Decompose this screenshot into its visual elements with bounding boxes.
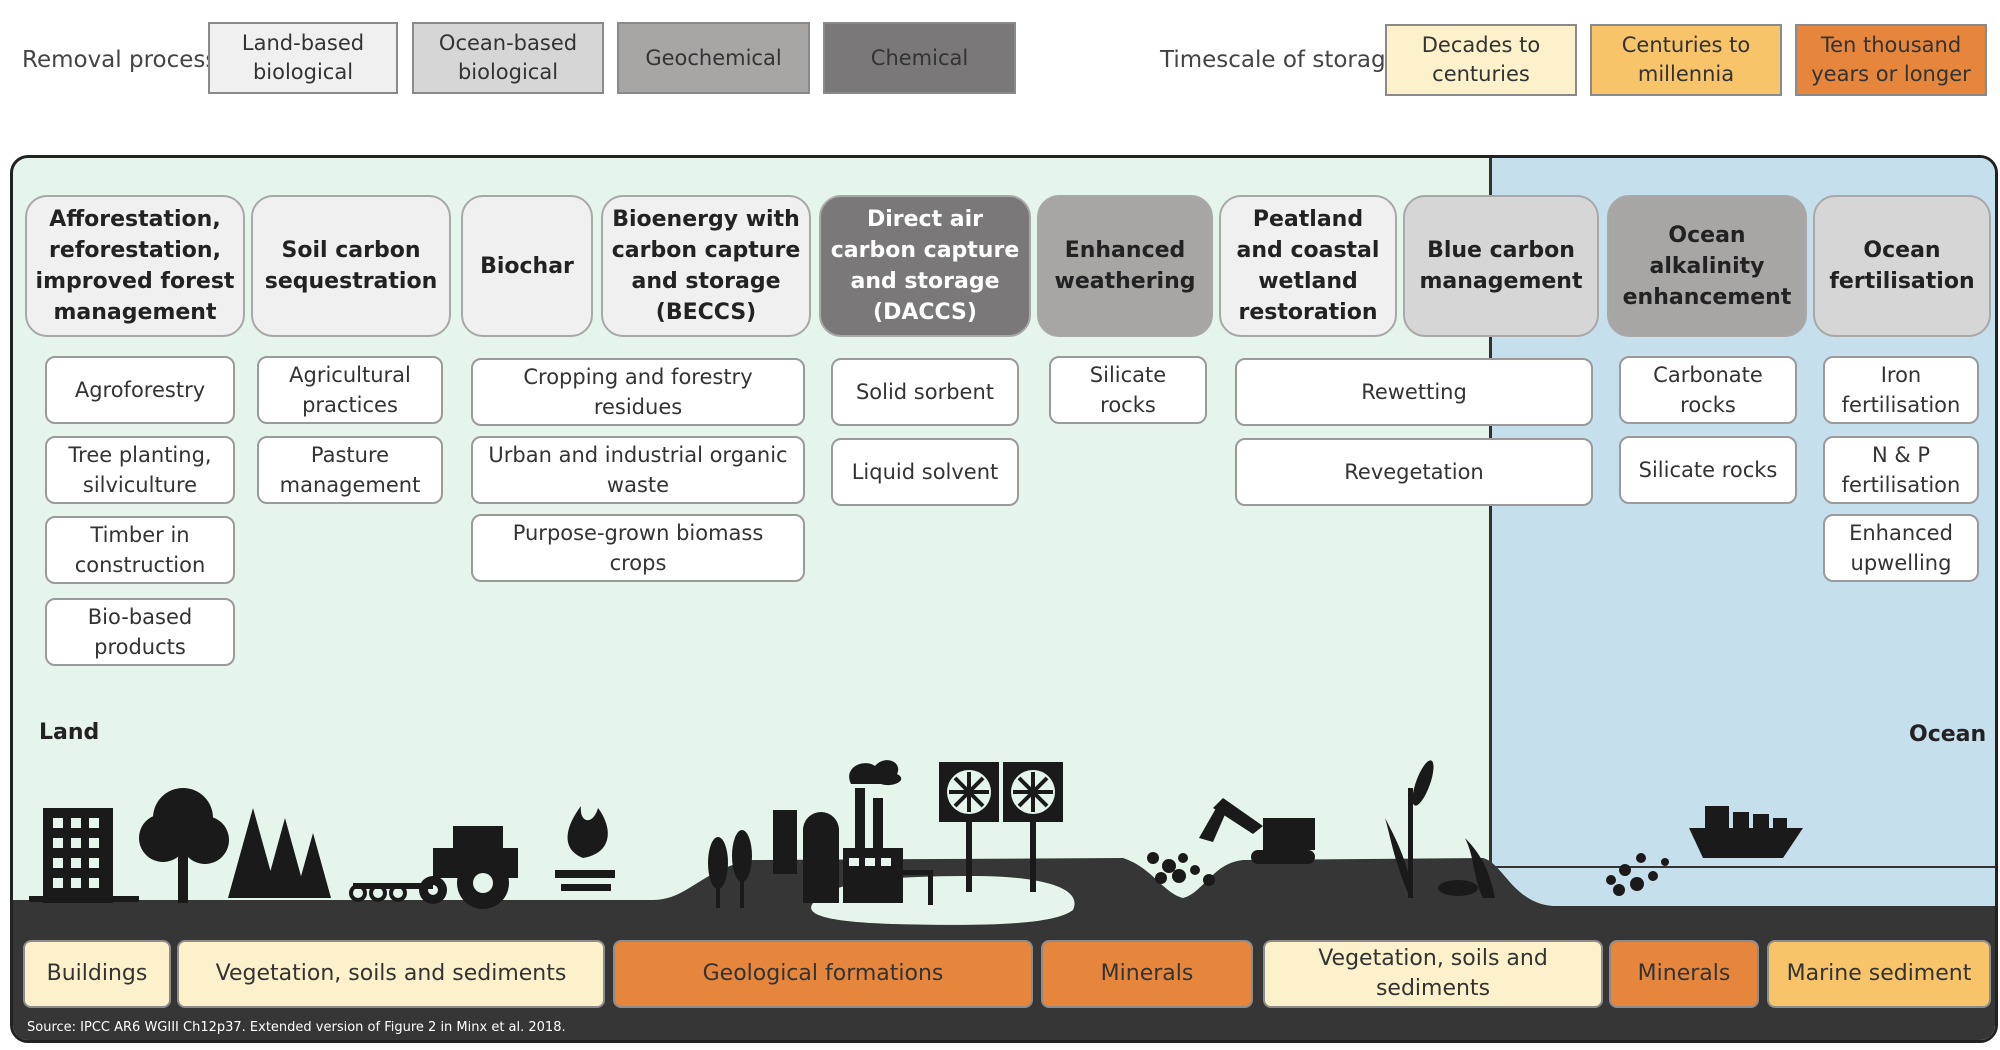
method-blue-carbon: Blue carbon management xyxy=(1403,195,1599,337)
sub-purpose-grown-biomass: Purpose-grown biomass crops xyxy=(471,514,805,582)
sub-revegetation: Revegetation xyxy=(1235,438,1593,506)
storage-minerals-land: Minerals xyxy=(1041,940,1253,1008)
sub-agroforestry: Agroforestry xyxy=(45,356,235,424)
sub-enhanced-upwelling: Enhanced upwelling xyxy=(1823,514,1979,582)
building-icon xyxy=(29,808,139,903)
sub-timber-construction: Timber in construction xyxy=(45,516,235,584)
sub-tree-planting: Tree planting, silviculture xyxy=(45,436,235,504)
sub-iron-fertilisation: Iron fertilisation xyxy=(1823,356,1979,424)
legend-ten-thousand-years: Ten thousand years or longer xyxy=(1795,24,1987,96)
ocean-rocks-icon xyxy=(1606,853,1669,896)
ocean-label: Ocean xyxy=(1909,722,1987,747)
reed-plant-icon xyxy=(1385,760,1434,898)
rocks-icon xyxy=(1147,852,1215,886)
sub-rewetting: Rewetting xyxy=(1235,358,1593,426)
method-biochar: Biochar xyxy=(461,195,593,337)
sub-urban-industrial-waste: Urban and industrial organic waste xyxy=(471,436,805,504)
method-ocean-fertilisation: Ocean fertilisation xyxy=(1813,195,1991,337)
legend-chemical: Chemical xyxy=(823,22,1016,94)
removal-process-label: Removal process: xyxy=(22,47,226,73)
tractor-plough-icon xyxy=(349,826,518,909)
sub-carbonate-rocks: Carbonate rocks xyxy=(1619,356,1797,424)
storage-geological-formations: Geological formations xyxy=(613,940,1033,1008)
sub-bio-based-products: Bio-based products xyxy=(45,598,235,666)
method-peatland-wetland: Peatland and coastal wetland restoration xyxy=(1219,195,1397,337)
factory-icon xyxy=(773,760,933,905)
method-soil-carbon: Soil carbon sequestration xyxy=(251,195,451,337)
fire-icon xyxy=(555,806,615,891)
storage-vegetation-coastal: Vegetation, soils and sediments xyxy=(1263,940,1603,1008)
seagrass-icon xyxy=(1438,838,1495,898)
method-beccs: Bioenergy with carbon capture and storag… xyxy=(601,195,811,337)
sub-solid-sorbent: Solid sorbent xyxy=(831,358,1019,426)
method-enhanced-weathering: Enhanced weathering xyxy=(1037,195,1213,337)
tree-icon xyxy=(139,788,229,903)
source-note: Source: IPCC AR6 WGIII Ch12p37. Extended… xyxy=(27,1020,566,1035)
ship-icon xyxy=(1689,806,1803,858)
storage-buildings: Buildings xyxy=(23,940,171,1008)
method-afforestation: Afforestation, reforestation, improved f… xyxy=(25,195,245,337)
storage-marine-sediment: Marine sediment xyxy=(1767,940,1991,1008)
legend-geochemical: Geochemical xyxy=(617,22,810,94)
sub-liquid-solvent: Liquid solvent xyxy=(831,438,1019,506)
sub-silicate-rocks-weathering: Silicate rocks xyxy=(1049,356,1207,424)
sub-silicate-rocks-ocean: Silicate rocks xyxy=(1619,436,1797,504)
land-label: Land xyxy=(39,720,100,745)
legend-ocean-based-biological: Ocean-based biological xyxy=(412,22,604,94)
wheat-icon xyxy=(708,830,752,908)
storage-vegetation-land: Vegetation, soils and sediments xyxy=(177,940,605,1008)
diagram-panel: Land Ocean Afforestation, reforestation,… xyxy=(10,155,1998,1043)
sub-np-fertilisation: N & P fertilisation xyxy=(1823,436,1979,504)
sub-cropping-forestry-residues: Cropping and forestry residues xyxy=(471,358,805,426)
excavator-icon xyxy=(1199,798,1315,864)
sub-pasture-management: Pasture management xyxy=(257,436,443,504)
storage-minerals-ocean: Minerals xyxy=(1609,940,1759,1008)
conifer-trees-icon xyxy=(228,808,331,898)
timescale-label: Timescale of storage: xyxy=(1160,47,1408,73)
method-ocean-alkalinity: Ocean alkalinity enhancement xyxy=(1607,195,1807,337)
sub-agricultural-practices: Agricultural practices xyxy=(257,356,443,424)
legend-land-based-biological: Land-based biological xyxy=(208,22,398,94)
method-daccs: Direct air carbon capture and storage (D… xyxy=(819,195,1031,337)
legend-centuries-to-millennia: Centuries to millennia xyxy=(1590,24,1782,96)
legend-decades-to-centuries: Decades to centuries xyxy=(1385,24,1577,96)
dac-fan-units-icon xyxy=(939,762,1063,892)
